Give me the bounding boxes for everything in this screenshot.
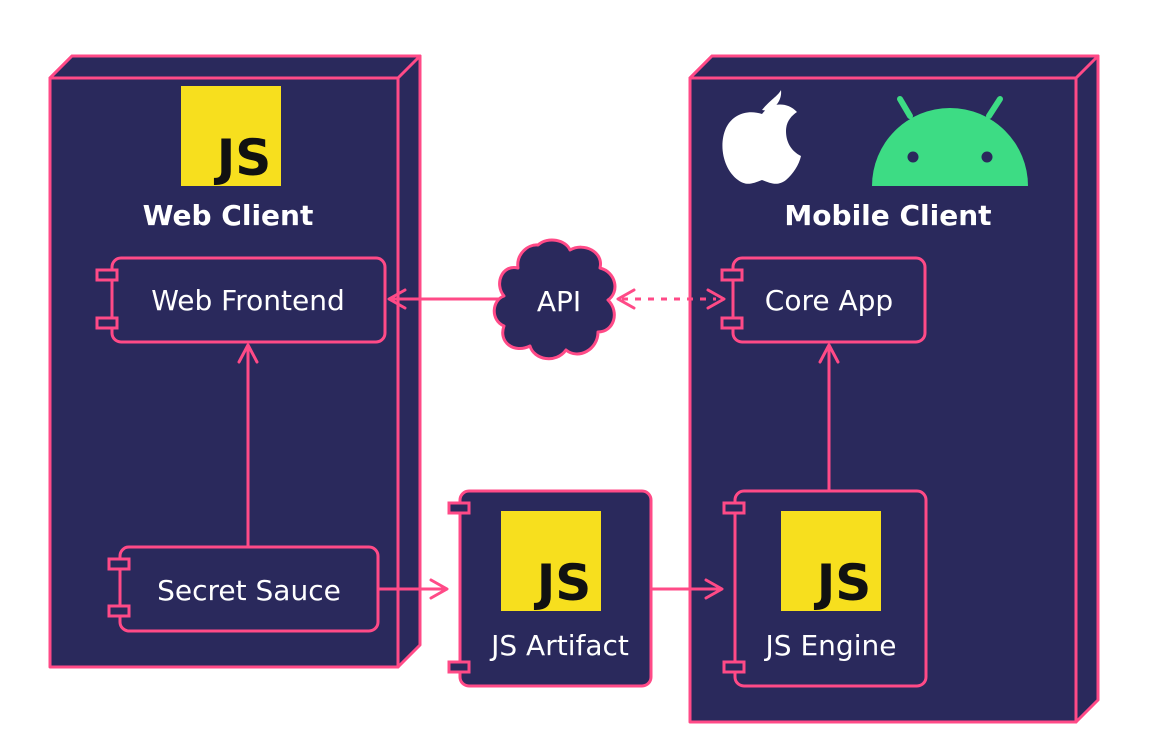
mobile-client-title: Mobile Client — [784, 199, 991, 232]
secret-sauce-label: Secret Sauce — [157, 574, 341, 607]
component-tab-icon — [95, 316, 119, 330]
edge-js-engine-to-core-app — [818, 343, 840, 491]
component-tab-icon — [447, 501, 471, 515]
edge-secret-sauce-to-js-artifact — [378, 578, 449, 600]
api-interface: API — [492, 238, 617, 361]
api-label: API — [537, 285, 581, 318]
javascript-logo-icon: JS — [781, 511, 881, 612]
secret-sauce-component: Secret Sauce — [107, 545, 380, 633]
component-tab-icon — [107, 557, 131, 571]
android-logo-icon — [872, 96, 1028, 186]
web-frontend-component: Web Frontend — [95, 256, 387, 344]
javascript-logo-icon: JS — [501, 511, 601, 612]
web-client-logo-text: JS — [214, 129, 272, 187]
apple-logo-icon — [722, 90, 801, 184]
component-tab-icon — [722, 660, 746, 674]
web-frontend-box — [110, 256, 387, 344]
web-frontend-label: Web Frontend — [151, 284, 345, 317]
edge-api-core-app-dashed — [616, 288, 726, 310]
web-client-title: Web Client — [143, 199, 314, 232]
edge-js-artifact-to-js-engine — [651, 578, 724, 600]
edge-api-to-web-frontend — [387, 288, 499, 310]
js-engine-label: JS Engine — [764, 629, 897, 662]
js-engine-component: JS JS Engine — [722, 489, 928, 688]
cloud-icon — [492, 238, 617, 361]
component-tab-icon — [447, 660, 471, 674]
component-tab-icon — [720, 268, 744, 282]
js-artifact-logo-text: JS — [534, 554, 592, 612]
component-tab-icon — [107, 604, 131, 618]
core-app-component: Core App — [720, 256, 927, 344]
component-tab-icon — [95, 268, 119, 282]
core-app-box — [731, 256, 927, 344]
js-artifact-component: JS JS Artifact — [447, 489, 653, 688]
core-app-label: Core App — [765, 284, 893, 317]
web-client-node-top — [48, 54, 422, 80]
js-engine-logo-text: JS — [814, 554, 872, 612]
component-tab-icon — [720, 316, 744, 330]
component-tab-icon — [722, 501, 746, 515]
edge-secret-sauce-to-web-frontend — [237, 343, 259, 547]
javascript-logo-icon: JS — [181, 86, 281, 187]
js-artifact-label: JS Artifact — [489, 629, 629, 662]
mobile-client-node-top — [688, 54, 1100, 80]
